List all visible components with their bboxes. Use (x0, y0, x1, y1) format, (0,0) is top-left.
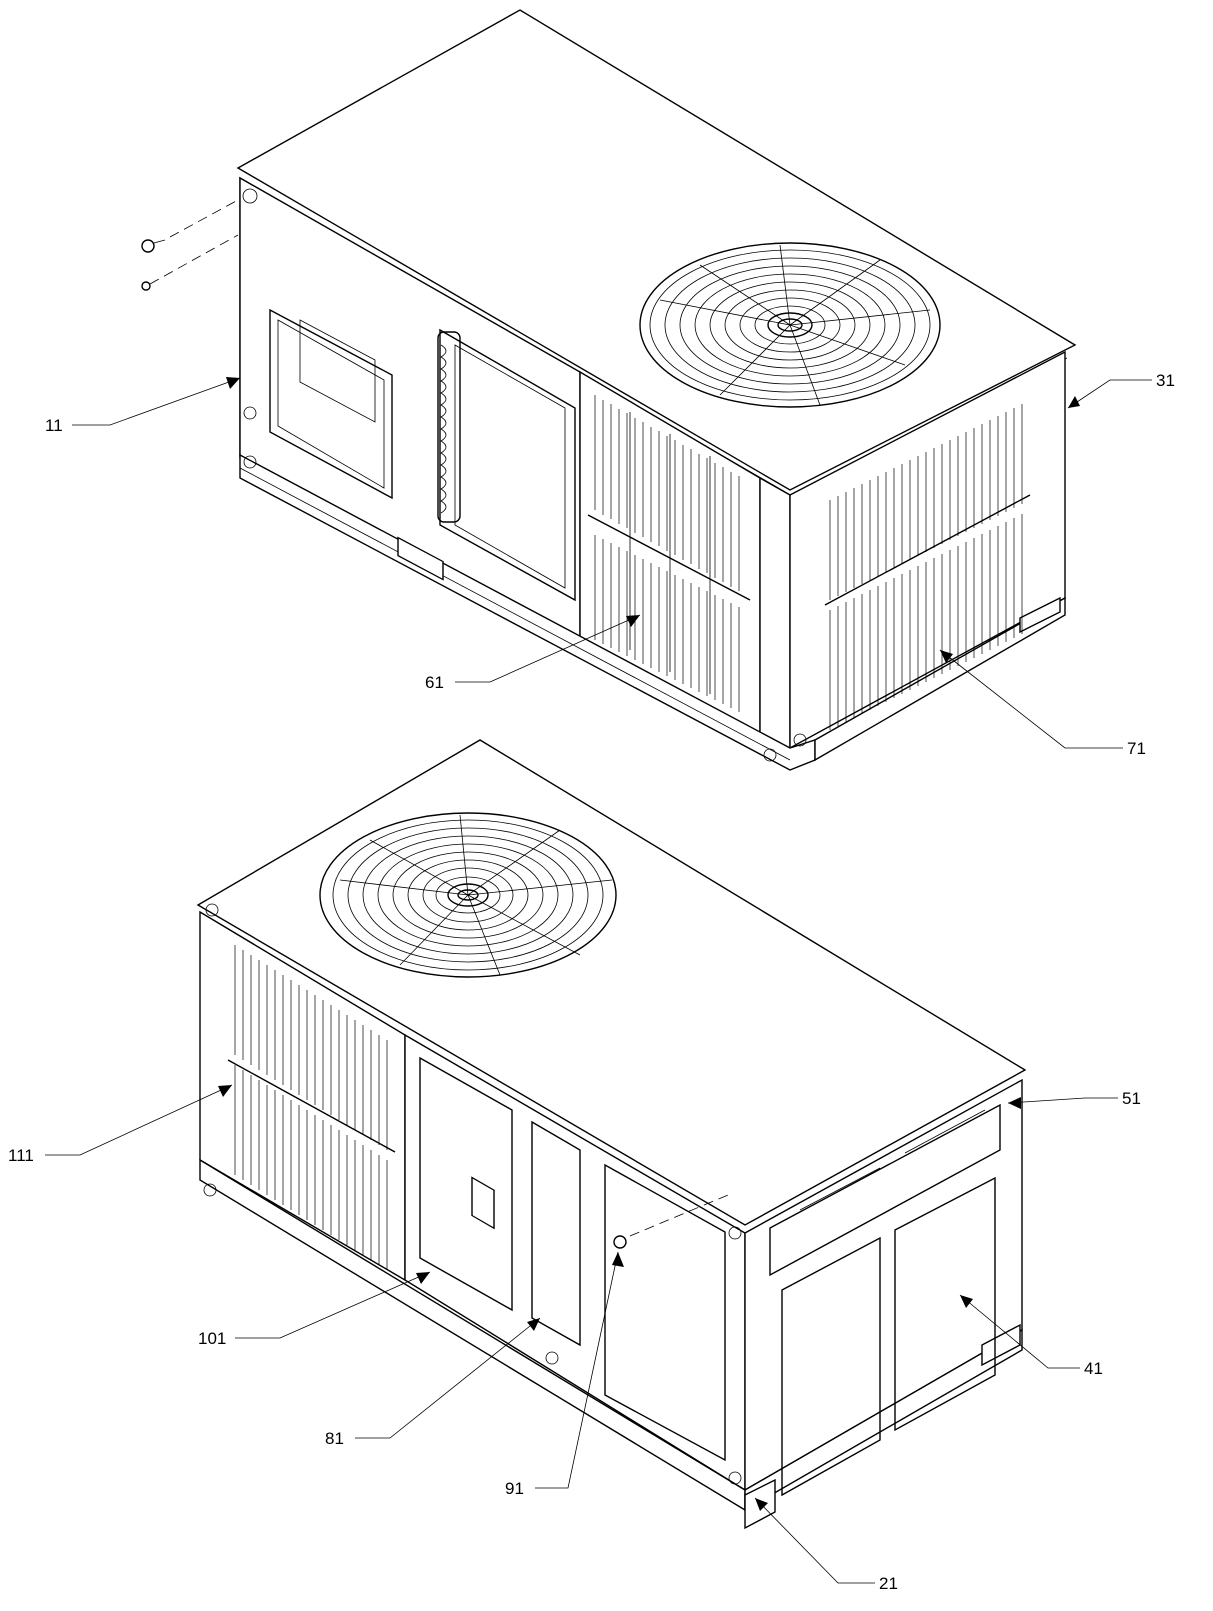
callout-label: 61 (425, 673, 444, 692)
top-unit-foot (397, 536, 444, 581)
callout-label: 91 (505, 1479, 524, 1498)
callout-label: 31 (1156, 371, 1175, 390)
arrow-51 (1008, 1097, 1021, 1109)
arrow-71 (940, 650, 953, 663)
leader-91 (535, 1251, 619, 1489)
panel-handle (471, 1176, 495, 1230)
leader-31 (1067, 379, 1152, 409)
left-grille-louvers (227, 945, 396, 1270)
arrow-41 (960, 1295, 973, 1308)
leader-71 (939, 649, 1123, 749)
leader-11 (72, 377, 241, 426)
leader-21 (754, 1497, 875, 1584)
top-unit-corner-post (759, 476, 791, 750)
top-unit-foot (1019, 596, 1061, 634)
callout-label: 111 (8, 1146, 34, 1165)
leader-51 (1007, 1097, 1118, 1104)
plug-fitting (613, 1235, 627, 1249)
center-access-panel (531, 1120, 581, 1347)
callout-label: 71 (1127, 739, 1146, 758)
callout-label: 11 (45, 416, 63, 435)
callout-label: 81 (325, 1429, 344, 1448)
bottom-unit-lid (196, 739, 1027, 1226)
callout-label: 101 (198, 1329, 226, 1348)
arrow-111 (218, 1085, 232, 1097)
callout-label: 41 (1084, 1359, 1103, 1378)
bottom-unit-fan-guard (319, 812, 617, 978)
arrow-91 (612, 1252, 624, 1267)
control-access-panel (604, 1163, 726, 1462)
upper-right-panel (769, 1103, 1001, 1277)
arrow-81 (527, 1318, 540, 1331)
callout-label: 51 (1122, 1089, 1141, 1108)
leader-101 (235, 1271, 431, 1339)
arrow-31 (1068, 396, 1080, 408)
front-grille-louvers (587, 395, 751, 712)
right-grille-louvers (824, 404, 1031, 730)
coil-tubes (437, 331, 461, 523)
leader-111 (45, 1084, 233, 1156)
blower-access-panel (419, 1056, 513, 1312)
top-unit-lid (236, 9, 1077, 491)
supply-duct-opening (269, 308, 393, 500)
lower-right-panel-right (894, 1176, 996, 1432)
leader-lines (45, 377, 1152, 1584)
arrow-11 (226, 377, 240, 389)
leader-61 (455, 614, 641, 683)
screws (141, 199, 239, 291)
arrow-61 (626, 615, 640, 627)
return-duct-opening (439, 328, 576, 602)
leader-81 (355, 1317, 541, 1439)
arrow-21 (755, 1498, 768, 1511)
lower-right-panel-left (781, 1236, 881, 1497)
top-unit (141, 9, 1077, 771)
callout-labels: 11 31 61 71 111 51 101 81 41 91 21 (8, 371, 1175, 1593)
arrow-101 (416, 1272, 430, 1284)
leader-41 (959, 1294, 1080, 1369)
callout-label: 21 (879, 1574, 898, 1593)
top-unit-fan-guard (639, 242, 941, 408)
bottom-unit (196, 739, 1027, 1530)
